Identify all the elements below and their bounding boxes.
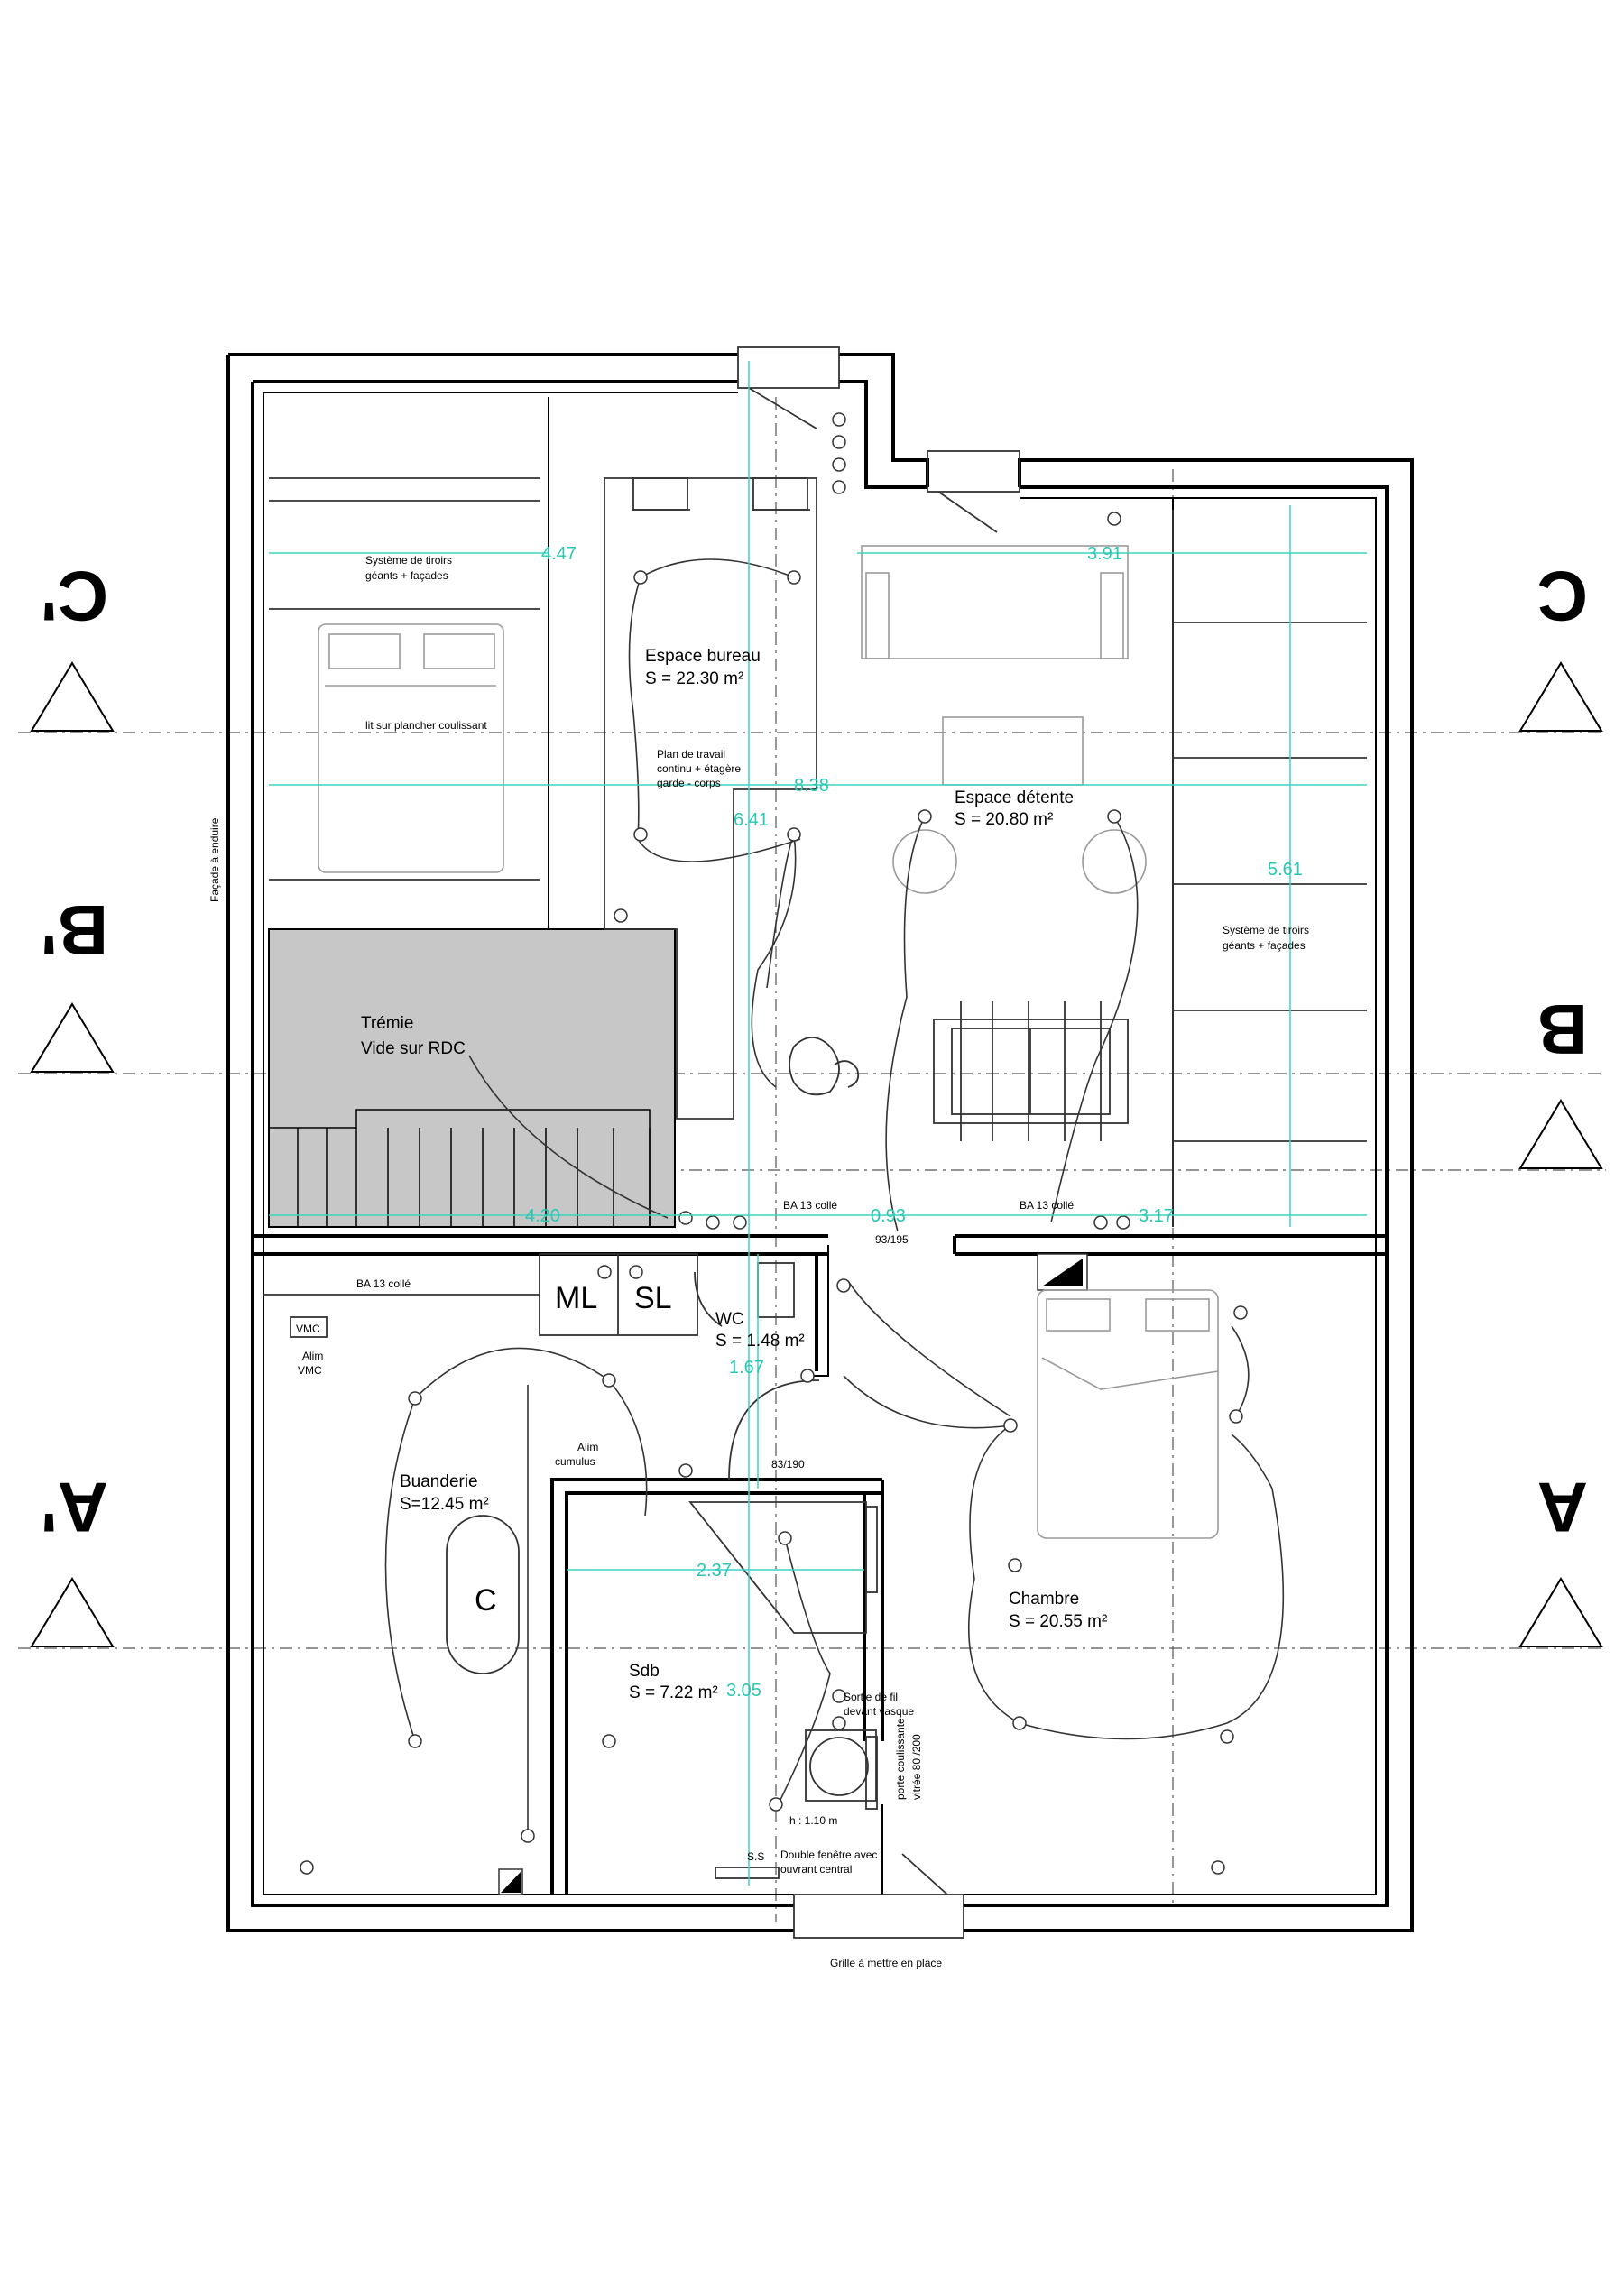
note-lit: lit sur plancher coulissant — [365, 719, 487, 732]
note-tiroirs-left-2: géants + façades — [365, 569, 448, 582]
room-name-sdb: Sdb — [629, 1662, 660, 1681]
section-letter-b-right: B — [1537, 990, 1588, 1069]
note-plan-travail-1: Plan de travail — [657, 748, 725, 761]
note-ba13-mid: BA 13 collé — [783, 1199, 837, 1212]
exterior-walls — [226, 353, 1414, 1932]
armchair-left — [892, 829, 957, 894]
note-alim-vmc-1: Alim — [302, 1350, 323, 1362]
dim-838: 8.38 — [794, 776, 829, 796]
note-door-93: 93/195 — [875, 1233, 909, 1246]
tremie-void — [268, 928, 676, 1228]
rocking-toy — [789, 1037, 860, 1096]
dim-317: 3.17 — [1139, 1206, 1174, 1226]
note-tiroirs-right-2: géants + façades — [1223, 939, 1306, 952]
note-alim-vmc-2: VMC — [298, 1364, 322, 1377]
dim-237: 2.37 — [697, 1561, 732, 1581]
note-ba13-right: BA 13 collé — [1020, 1199, 1074, 1212]
room-name-chambre: Chambre — [1009, 1590, 1079, 1609]
note-porte-coul-2: vitrée 80 /200 — [910, 1734, 923, 1800]
dim-447: 4.47 — [541, 544, 577, 564]
note-double-fenetre-2: ouvrant central — [780, 1863, 852, 1876]
room-area-wc: S = 1.48 m² — [715, 1332, 805, 1351]
note-alim-cumulus-1: Alim — [577, 1441, 598, 1453]
room-area-buanderie: S=12.45 m² — [400, 1495, 489, 1514]
note-alim-cumulus-2: cumulus — [555, 1455, 595, 1468]
section-markers: C' C B' B A' A — [30, 557, 1603, 1647]
note-ss: S.S — [747, 1850, 764, 1863]
left-storage — [269, 477, 540, 881]
note-plan-travail-2: continu + étagère — [657, 762, 741, 775]
note-facade: Façade à enduire — [208, 817, 221, 902]
dim-561: 5.61 — [1268, 860, 1303, 880]
dryer-label: SL — [634, 1281, 672, 1315]
room-area-bureau: S = 22.30 m² — [645, 669, 743, 688]
buanderie-fixtures: ML SL C — [263, 1253, 698, 1895]
section-letter-c-left: C' — [41, 557, 108, 636]
shower — [688, 1501, 867, 1634]
note-plan-travail-3: garde - corps — [657, 777, 721, 789]
right-storage — [1172, 510, 1367, 1227]
section-triangle-c-right — [1518, 661, 1603, 732]
section-triangle-a-left — [30, 1577, 115, 1647]
dim-167: 1.67 — [729, 1358, 764, 1378]
room-sub-tremie: Vide sur RDC — [361, 1039, 466, 1058]
section-letter-a-right: A — [1537, 1468, 1588, 1547]
bathroom-fixtures — [688, 1262, 878, 1879]
water-heater — [446, 1515, 520, 1674]
note-porte-coul-1: porte coulissante — [894, 1718, 907, 1800]
dim-391: 3.91 — [1087, 544, 1122, 564]
note-hauteur: h : 1.10 m — [789, 1814, 837, 1827]
room-name-tremie: Trémie — [361, 1014, 413, 1033]
light-points — [300, 412, 1248, 1875]
sink — [809, 1737, 869, 1796]
room-area-detente: S = 20.80 m² — [955, 810, 1053, 829]
bed — [1037, 1289, 1219, 1539]
room-labels: Espace bureau S = 22.30 m² Espace détent… — [361, 647, 1107, 1702]
desk — [604, 477, 817, 1120]
sliding-bed — [318, 623, 504, 873]
windows — [737, 346, 1020, 1939]
water-heater-label: C — [475, 1583, 497, 1618]
bedroom-furniture — [1037, 1253, 1219, 1539]
section-letter-b-left: B' — [41, 890, 108, 970]
note-sortie-2: devant vasque — [844, 1705, 914, 1718]
sofa — [861, 545, 1147, 894]
dim-641: 6.41 — [734, 810, 769, 830]
section-triangle-c-left — [30, 661, 115, 732]
foosball-table — [933, 1001, 1129, 1141]
note-tiroirs-right-1: Système de tiroirs — [1223, 924, 1309, 936]
note-door-83: 83/190 — [771, 1458, 805, 1471]
dim-420: 4.20 — [525, 1206, 560, 1226]
note-vmc: VMC — [296, 1323, 320, 1335]
room-name-buanderie: Buanderie — [400, 1472, 478, 1491]
electrical-wiring — [384, 558, 1285, 1836]
section-triangle-b-right — [1518, 1099, 1603, 1169]
annotations: Système de tiroirs géants + façades lit … — [208, 554, 1309, 1969]
armchair-right — [1082, 829, 1147, 894]
room-area-chambre: S = 20.55 m² — [1009, 1612, 1107, 1631]
dimension-lines: 4.47 3.91 8.38 6.41 5.61 4.20 0.93 3.17 … — [269, 361, 1367, 1886]
dim-305: 3.05 — [726, 1681, 761, 1701]
note-double-fenetre-1: Double fenêtre avec — [780, 1849, 877, 1861]
note-tiroirs-left-1: Système de tiroirs — [365, 554, 452, 567]
note-ba13-buand: BA 13 collé — [356, 1277, 411, 1290]
section-triangle-a-right — [1518, 1577, 1603, 1647]
note-grille: Grille à mettre en place — [830, 1957, 942, 1969]
dim-093: 0.93 — [871, 1206, 906, 1226]
room-name-bureau: Espace bureau — [645, 647, 761, 666]
section-axes — [18, 397, 1606, 1922]
room-name-wc: WC — [715, 1310, 744, 1329]
room-area-sdb: S = 7.22 m² — [629, 1683, 718, 1702]
note-sortie-1: Sortie de fil — [844, 1691, 898, 1703]
section-letter-c-right: C — [1537, 557, 1588, 636]
washing-machine-label: ML — [555, 1281, 597, 1315]
room-name-detente: Espace détente — [955, 788, 1074, 807]
section-letter-a-left: A' — [41, 1468, 108, 1547]
section-triangle-b-left — [30, 1002, 115, 1073]
